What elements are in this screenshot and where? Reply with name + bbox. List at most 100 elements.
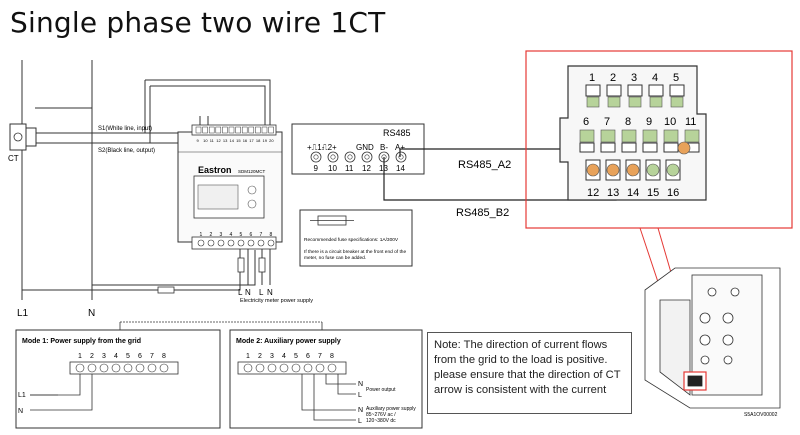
mode1-terminal (111, 363, 121, 373)
meter-top-terminal-number: 18 (256, 138, 261, 143)
connector-slot (669, 84, 685, 97)
connector-pin-contact (607, 96, 621, 108)
mode1-terminal (99, 363, 109, 373)
meter-bottom-terminal-number: 1 (200, 232, 203, 238)
meter-top-terminal (202, 126, 208, 134)
meter-bottom-terminal-number: 2 (210, 232, 213, 238)
mode2-title: Mode 2: Auxiliary power supply (236, 338, 341, 345)
page-title: Single phase two wire 1CT (10, 6, 386, 39)
meter-top-terminal-number: 10 (203, 138, 208, 143)
connector-pin-contact (586, 163, 600, 177)
meter-power-n2: N (267, 288, 273, 297)
rs485-terminal-screw (398, 154, 404, 160)
meter-fuse-n (258, 257, 266, 273)
connector-pin-number: 16 (667, 187, 679, 199)
mode2-terminal (279, 363, 289, 373)
rs485-signal-label: B- (380, 143, 388, 152)
mode2-terminal-number: 7 (318, 353, 322, 360)
rs485-title: RS485 (383, 128, 411, 138)
connector-pin-contact (600, 129, 616, 143)
mode2-power-output: Power output (366, 387, 396, 393)
image-code: S5A1OV00002 (744, 412, 778, 418)
connector-slot (642, 142, 658, 153)
connector-pin-contact (666, 163, 680, 177)
mode2-terminal-number: 3 (270, 353, 274, 360)
mode1-terminal (147, 363, 157, 373)
mode1-terminal (123, 363, 133, 373)
meter-bottom-terminal-number: 7 (260, 232, 263, 238)
meter-top-terminal (208, 126, 215, 134)
meter-model: SDM120MCT (238, 169, 266, 174)
mode1-title: Mode 1: Power supply from the grid (22, 338, 141, 345)
meter-bottom-terminal (257, 239, 265, 247)
connector-pin-contact (621, 129, 637, 143)
meter-top-terminal-number: 12 (216, 138, 221, 143)
connector-pin-contact (626, 163, 640, 177)
rs485-terminal-screw (330, 154, 336, 160)
mode2-terminal-number: 4 (282, 353, 286, 360)
meter-bottom-terminal-number: 8 (270, 232, 273, 238)
mode2-terminal (303, 363, 313, 373)
meter-bottom-terminal (267, 239, 275, 247)
connector-pin-contact (642, 129, 658, 143)
mode1-terminal (87, 363, 97, 373)
connector-pin-number: 13 (607, 187, 619, 199)
rs485-signal-label: GND (356, 143, 374, 152)
meter-bottom-terminal (217, 239, 225, 247)
mode1-terminal-number: 5 (126, 353, 130, 360)
connector-pin-contact (586, 96, 600, 108)
mode2-terminal (315, 363, 325, 373)
connector-slot (648, 84, 664, 97)
meter-bottom-terminal (237, 239, 245, 247)
connector-pin-number: 9 (646, 116, 652, 128)
wire-a-label: RS485_A2 (458, 159, 511, 171)
connector-pin-contact (670, 96, 684, 108)
meter-top-terminal-number: 9 (197, 138, 200, 143)
meter-bottom-terminal (207, 239, 215, 247)
ct-fuse (157, 286, 175, 294)
connector-pin-number: 12 (587, 187, 599, 199)
meter-top-terminal-number: 16 (243, 138, 248, 143)
meter-top-terminal (248, 126, 255, 134)
mode2-aux2: 85~276V ac / (366, 412, 396, 418)
rs485-terminal (395, 151, 407, 163)
mode1-box (15, 329, 221, 429)
mains-n-label: N (88, 308, 95, 319)
connector-pin-contact (684, 129, 700, 143)
rs485-terminal-screw (347, 154, 353, 160)
rs485-terminal-screw (313, 154, 319, 160)
connector-slot (606, 84, 622, 97)
meter-top-terminal (268, 126, 274, 134)
wire-b-label: RS485_B2 (456, 207, 509, 219)
connector-pin-number: 4 (652, 72, 658, 84)
rs485-terminal (344, 151, 356, 163)
mode1-terminal-number: 4 (114, 353, 118, 360)
inverter-icon (644, 267, 781, 409)
meter-top-terminal-number: 13 (223, 138, 228, 143)
mode2-terminal-number: 8 (330, 353, 334, 360)
mode1-terminal-number: 7 (150, 353, 154, 360)
meter-top-terminal-number: 20 (269, 138, 274, 143)
meter-top-terminal (215, 126, 222, 134)
rs485-terminal (327, 151, 339, 163)
rs485-signal-label: A+ (395, 143, 405, 152)
connector-pin-number: 14 (627, 187, 639, 199)
meter-power-l: L (238, 288, 243, 297)
connector-pin-number: 8 (625, 116, 631, 128)
meter-top-terminal-number: 11 (210, 138, 215, 143)
meter-bottom-terminal-number: 3 (220, 232, 223, 238)
mode2-terminal-number: 6 (306, 353, 310, 360)
connector-orange-pin (677, 141, 691, 155)
connector-slot (621, 142, 637, 153)
mode2-terminal (291, 363, 301, 373)
mode2-aux1: Auxiliary power supply (366, 406, 416, 412)
mode1-terminal-number: 3 (102, 353, 106, 360)
mode2-terminal-number: 1 (246, 353, 250, 360)
mode1-terminal-number: 6 (138, 353, 142, 360)
